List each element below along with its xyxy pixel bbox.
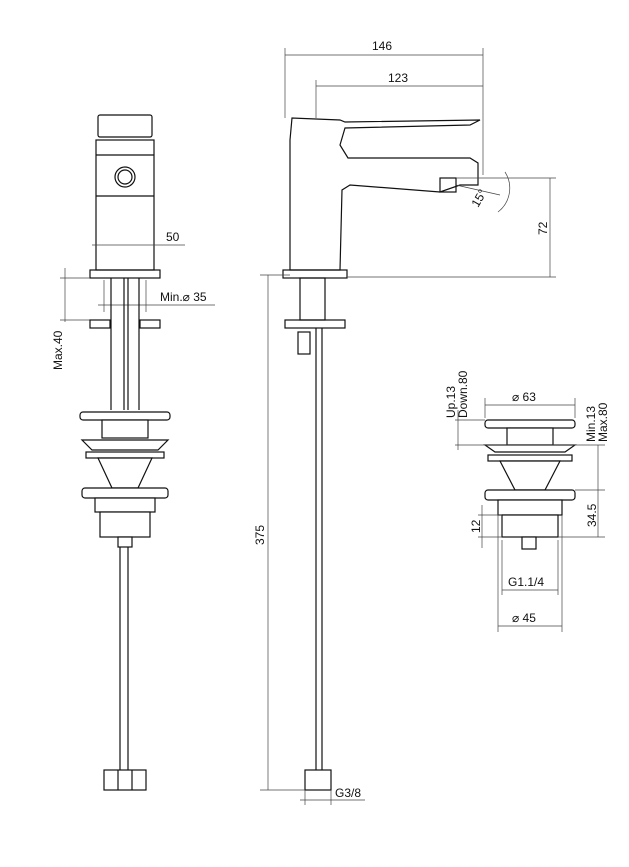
thread-height-dim: 12	[469, 519, 483, 533]
waste-view: ⌀ 63 Up.13 Down.80 Min.13 Max.80 34.5 12…	[444, 370, 610, 632]
hose-thread-dim: G3/8	[335, 786, 361, 800]
basin-max-dim: Max.80	[596, 402, 610, 442]
hole-dim: Min.⌀ 35	[160, 290, 207, 304]
overall-length-dim: 146	[372, 39, 392, 53]
hose-length-dim: 375	[253, 525, 267, 545]
spout-angle-dim: 15°	[468, 187, 489, 210]
body-height-dim: 34.5	[585, 503, 599, 527]
cap-dim: ⌀ 63	[512, 390, 536, 404]
width-dim: 50	[166, 230, 180, 244]
side-view: 146 123 72 15° 375 G3/8	[253, 39, 556, 805]
basin-min-dim: Min.13	[584, 406, 598, 442]
travel-down-dim: Down.80	[456, 370, 470, 418]
travel-up-dim: Up.13	[444, 386, 458, 418]
deck-dim: Max.40	[51, 330, 65, 370]
spout-reach-dim: 123	[388, 71, 408, 85]
thread-dim: G1.1/4	[508, 575, 544, 589]
body-dim: ⌀ 45	[512, 611, 536, 625]
lever-pivot	[114, 166, 136, 188]
front-view: 50 Min.⌀ 35 Max.40	[51, 114, 215, 791]
spout-height-dim: 72	[536, 221, 550, 235]
